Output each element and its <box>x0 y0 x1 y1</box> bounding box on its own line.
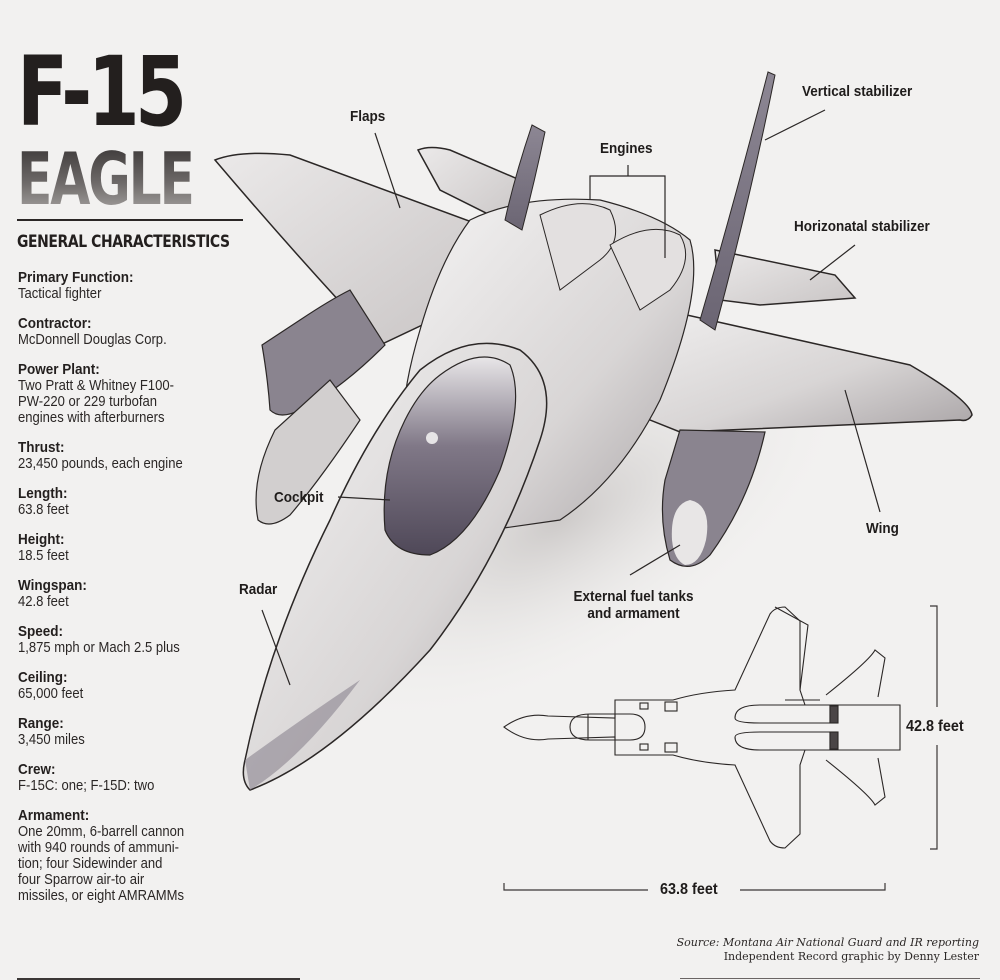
general-characteristics-heading: GENERAL CHARACTERISTICS <box>17 232 230 252</box>
spec-label: Wingspan: <box>18 577 87 594</box>
callout-radar: Radar <box>239 581 278 598</box>
spec-label: Power Plant: <box>18 361 100 378</box>
source-line: Source: Montana Air National Guard and I… <box>676 936 979 949</box>
spec-value: One 20mm, 6-barrell cannon with 940 roun… <box>18 824 185 904</box>
dimension-lines <box>503 605 938 891</box>
spec-primary-function: Primary Function: Tactical fighter <box>18 269 248 303</box>
spec-label: Thrust: <box>18 439 65 456</box>
spec-label: Crew: <box>18 761 56 778</box>
spec-contractor: Contractor: McDonnell Douglas Corp. <box>18 315 248 349</box>
spec-wingspan: Wingspan: 42.8 feet <box>18 577 248 611</box>
spec-value: McDonnell Douglas Corp. <box>18 332 167 348</box>
spec-length: Length: 63.8 feet <box>18 485 248 519</box>
title-eagle: EAGLE <box>17 137 195 221</box>
length-dimension-label: 63.8 feet <box>660 881 718 898</box>
spec-value: Tactical fighter <box>18 286 102 302</box>
spec-value: Two Pratt & Whitney F100- PW-220 or 229 … <box>18 378 174 426</box>
spec-armament: Armament: One 20mm, 6-barrell cannon wit… <box>18 807 248 905</box>
callout-external-fuel-line1: External fuel tanks <box>573 588 694 605</box>
spec-ceiling: Ceiling: 65,000 feet <box>18 669 248 703</box>
spec-thrust: Thrust: 23,450 pounds, each engine <box>18 439 248 473</box>
source-divider <box>680 978 980 979</box>
spec-value: 18.5 feet <box>18 548 69 564</box>
callout-engines: Engines <box>600 140 653 157</box>
spec-label: Contractor: <box>18 315 92 332</box>
spec-height: Height: 18.5 feet <box>18 531 248 565</box>
spec-value: 63.8 feet <box>18 502 69 518</box>
callout-vertical-stabilizer: Vertical stabilizer <box>802 83 913 100</box>
spec-value: 3,450 miles <box>18 732 85 748</box>
callout-external-fuel-tanks: External fuel tanks and armament <box>566 588 701 622</box>
source-credit: Source: Montana Air National Guard and I… <box>677 936 979 964</box>
spec-value: 65,000 feet <box>18 686 84 702</box>
spec-value: 42.8 feet <box>18 594 69 610</box>
spec-label: Length: <box>18 485 68 502</box>
spec-value: 23,450 pounds, each engine <box>18 456 183 472</box>
spec-label: Speed: <box>18 623 64 640</box>
callout-lines <box>261 109 881 686</box>
credit-line: Independent Record graphic by Denny Lest… <box>723 950 979 963</box>
specs-list: Primary Function: Tactical fighter Contr… <box>18 270 248 918</box>
bottom-divider <box>17 978 300 980</box>
callout-flaps: Flaps <box>350 108 386 125</box>
spec-power-plant: Power Plant: Two Pratt & Whitney F100- P… <box>18 361 248 427</box>
callout-external-fuel-line2: and armament <box>587 605 680 622</box>
spec-label: Range: <box>18 715 64 732</box>
wingspan-dimension-label: 42.8 feet <box>906 718 964 735</box>
spec-label: Height: <box>18 531 65 548</box>
title-f15: F-15 <box>17 36 187 148</box>
spec-value: 1,875 mph or Mach 2.5 plus <box>18 640 180 656</box>
spec-label: Ceiling: <box>18 669 68 686</box>
spec-label: Armament: <box>18 807 90 824</box>
top-view-schematic <box>503 606 901 849</box>
spec-value: F-15C: one; F-15D: two <box>18 778 155 794</box>
callout-horizontal-stabilizer: Horizonatal stabilizer <box>794 218 930 235</box>
spec-speed: Speed: 1,875 mph or Mach 2.5 plus <box>18 623 248 657</box>
callout-wing: Wing <box>866 520 899 537</box>
title-divider <box>17 219 243 221</box>
spec-range: Range: 3,450 miles <box>18 715 248 749</box>
spec-crew: Crew: F-15C: one; F-15D: two <box>18 761 248 795</box>
spec-label: Primary Function: <box>18 269 134 286</box>
callout-cockpit: Cockpit <box>274 489 324 506</box>
